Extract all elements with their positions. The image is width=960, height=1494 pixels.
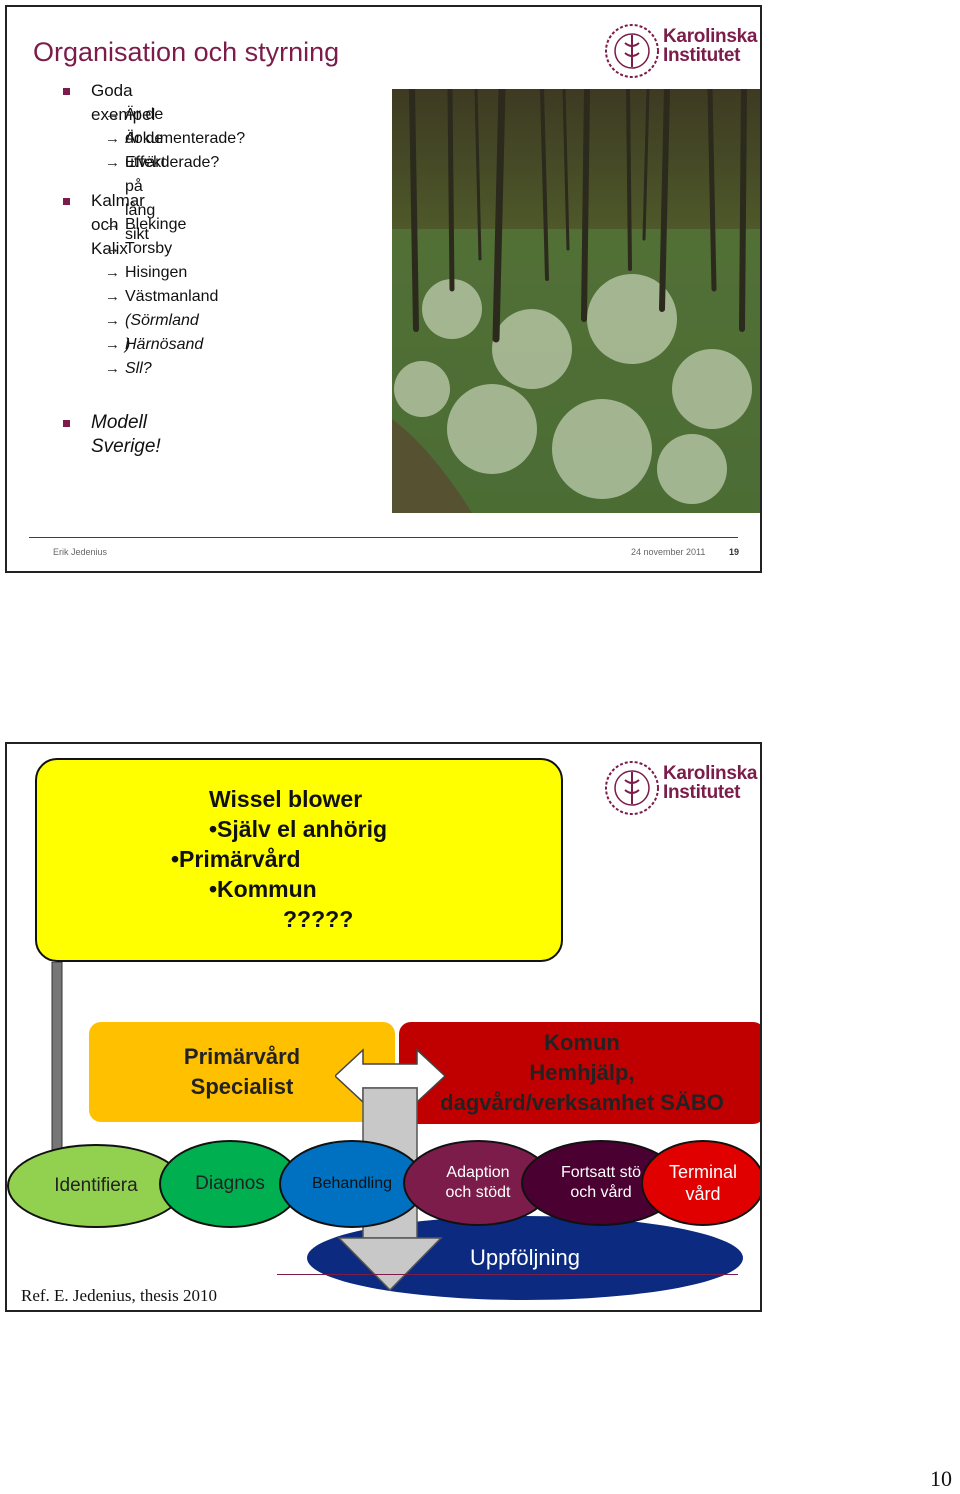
slide-process: Wissel blower •Själv el anhörig •Primärv… [5, 742, 762, 1312]
bullet-text: Modell Sverige! [91, 411, 161, 459]
bullet-square-icon [63, 88, 70, 95]
footer-divider [29, 537, 738, 538]
logo-line1: Karolinska [663, 764, 757, 783]
arrow-right-icon: → [105, 285, 120, 309]
municipality-box: Komun Hemhjälp, dagvård/verksamhet SÄBO [399, 1022, 762, 1124]
arrow-right-icon: → [105, 333, 120, 357]
arrow-right-icon: → [105, 213, 120, 237]
stage-label: Fortsatt stö och vård [553, 1163, 649, 1203]
yellow-line-3: •Primärvård [171, 846, 301, 873]
whistleblower-box: Wissel blower •Själv el anhörig •Primärv… [35, 758, 563, 962]
logo-line1: Karolinska [663, 27, 757, 46]
arrow-right-icon: → [105, 309, 120, 333]
karolinska-logo: Karolinska Institutet [603, 758, 762, 818]
slide-title: Organisation och styrning [33, 37, 339, 68]
footer-author: Erik Jedenius [53, 547, 107, 557]
yellow-line-2: •Själv el anhörig [209, 816, 387, 843]
yellow-line-4: •Kommun [209, 876, 317, 903]
sub-bullet-text: Sll? [125, 357, 152, 381]
sub-bullet-text: Torsby [125, 237, 172, 261]
slide-19: Organisation och styrning Karolinska Ins… [5, 5, 762, 573]
bullet-square-icon [63, 198, 70, 205]
stage-label: Diagnos [195, 1173, 265, 1195]
sub-bullet-text: Härnösand [125, 333, 203, 357]
arrow-right-icon: → [105, 103, 120, 127]
logo-text: Karolinska Institutet [663, 764, 757, 802]
page-number: 10 [930, 1466, 952, 1492]
logo-text: Karolinska Institutet [663, 27, 757, 65]
stage-label: Identifiera [54, 1175, 137, 1197]
red-line-2: Hemhjälp, [399, 1060, 762, 1086]
logo-line2: Institutet [663, 783, 757, 802]
stage-label: Behandling [312, 1175, 392, 1193]
followup-label: Uppföljning [470, 1245, 580, 1271]
ki-seal-icon [603, 21, 661, 81]
arrow-right-icon: → [105, 237, 120, 261]
stage-oval-terminal: Terminal vård [641, 1140, 762, 1226]
reference-text: Ref. E. Jedenius, thesis 2010 [21, 1286, 217, 1306]
arrow-right-icon: → [105, 357, 120, 381]
footer-slide-number: 19 [729, 547, 739, 557]
footer-divider [277, 1274, 738, 1275]
karolinska-logo: Karolinska Institutet [603, 21, 762, 81]
sub-bullet-text: Västmanland [125, 285, 218, 309]
footer-date: 24 november 2011 [631, 547, 705, 557]
bullet-square-icon [63, 420, 70, 427]
forest-photo [392, 89, 760, 513]
red-line-3: dagvård/verksamhet SÄBO [399, 1090, 762, 1116]
ki-seal-icon [603, 758, 661, 818]
red-line-1: Komun [399, 1030, 762, 1056]
sub-bullet-text: Hisingen [125, 261, 187, 285]
yellow-line-1: Wissel blower [209, 786, 362, 813]
yellow-line-5: ????? [283, 906, 353, 933]
sub-bullet-text: Blekinge [125, 213, 186, 237]
stage-label: Terminal vård [663, 1161, 743, 1205]
arrow-right-icon: → [105, 261, 120, 285]
arrow-right-icon: → [105, 151, 120, 175]
logo-line2: Institutet [663, 46, 757, 65]
stage-label: Adaption och stödt [433, 1163, 523, 1203]
arrow-right-icon: → [105, 127, 120, 151]
